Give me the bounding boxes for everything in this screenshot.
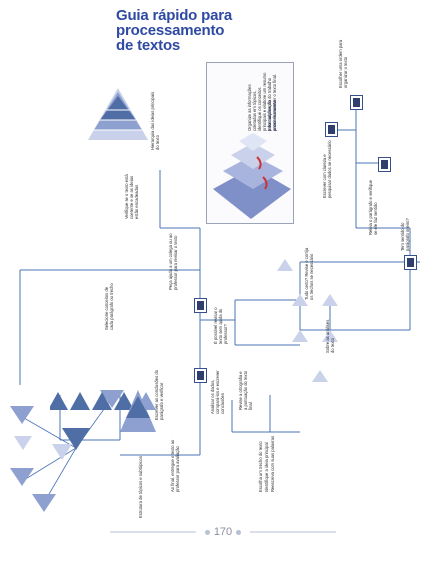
step-2-label: Releia o parágrafo e verifique se ele fa… — [368, 180, 378, 235]
branch-tab-icon — [194, 298, 207, 313]
step-1-label: Escrever com clareza e pesquisar dados s… — [322, 140, 332, 198]
layered-triangles-graphic — [213, 133, 291, 219]
note-3-label: Revise a ortografia e a pontuação do tex… — [238, 370, 253, 410]
list-item: Identifique a ideia principal — [264, 442, 269, 492]
list: Escolha um trecho do texto Identifique a… — [258, 402, 278, 492]
note-4-label: Ao final, entregue o texto ao professor … — [170, 439, 180, 492]
decision-1-tab-icon — [404, 255, 417, 270]
step-1-tab-icon — [325, 122, 338, 137]
branch-2-tab-icon — [194, 368, 207, 383]
list-item: Escolha um trecho do texto — [258, 441, 263, 492]
title-line-3: de textos — [116, 37, 181, 54]
pyramid-caption: Hierarquia das ideias principais do text… — [150, 91, 160, 150]
tree-caption: Estrutura de tópicos e subtópicos — [138, 456, 143, 518]
pyramid-graphic — [88, 88, 148, 140]
list-item: Reescreva com suas palavras — [270, 435, 275, 492]
page-title: Guia rápido para processamento de textos — [116, 8, 286, 53]
start-tab-icon — [350, 95, 363, 110]
info-box-body: Organize as informações coletadas em tóp… — [247, 72, 277, 131]
step-2-tab-icon — [378, 157, 391, 172]
branch-b-label: Peça ajuda a um colega ou ao professor p… — [168, 233, 178, 290]
page-dot-left — [205, 530, 210, 535]
note-1-label: Verifique se o texto está coerente e se … — [124, 174, 139, 219]
page-number: 170 — [213, 526, 233, 538]
title-line-2: processamento — [116, 22, 225, 39]
review-label: Tudo certo? Revise e corrija os trechos … — [304, 247, 314, 300]
triangle-marker-top — [277, 259, 293, 271]
note-2-label: Selecione conceitos de cada parágrafo ou… — [104, 283, 114, 330]
decision-1-label: Tem sentido do parágrafo inteiro? — [400, 218, 410, 251]
start-label: Escolher uma ordem para organizar o text… — [338, 39, 348, 88]
title-line-1: Guia rápido para — [116, 7, 232, 24]
branch-c-label: Analisar os dados, compará-los e escreve… — [210, 370, 225, 414]
branch-d-label: Escrever as conclusões do parágrafo e ve… — [154, 369, 164, 420]
tree-diagram — [10, 390, 124, 512]
info-box: Informações do processamento Organize as… — [206, 62, 294, 224]
page-dot-right — [236, 530, 241, 535]
branch-a-label: É possível revisar o texto sem ajuda do … — [213, 307, 228, 344]
triangle-markers — [292, 294, 338, 382]
decision-2-label: Sobre as análises do texto — [325, 319, 335, 353]
small-pyramid-graphic — [120, 390, 156, 432]
